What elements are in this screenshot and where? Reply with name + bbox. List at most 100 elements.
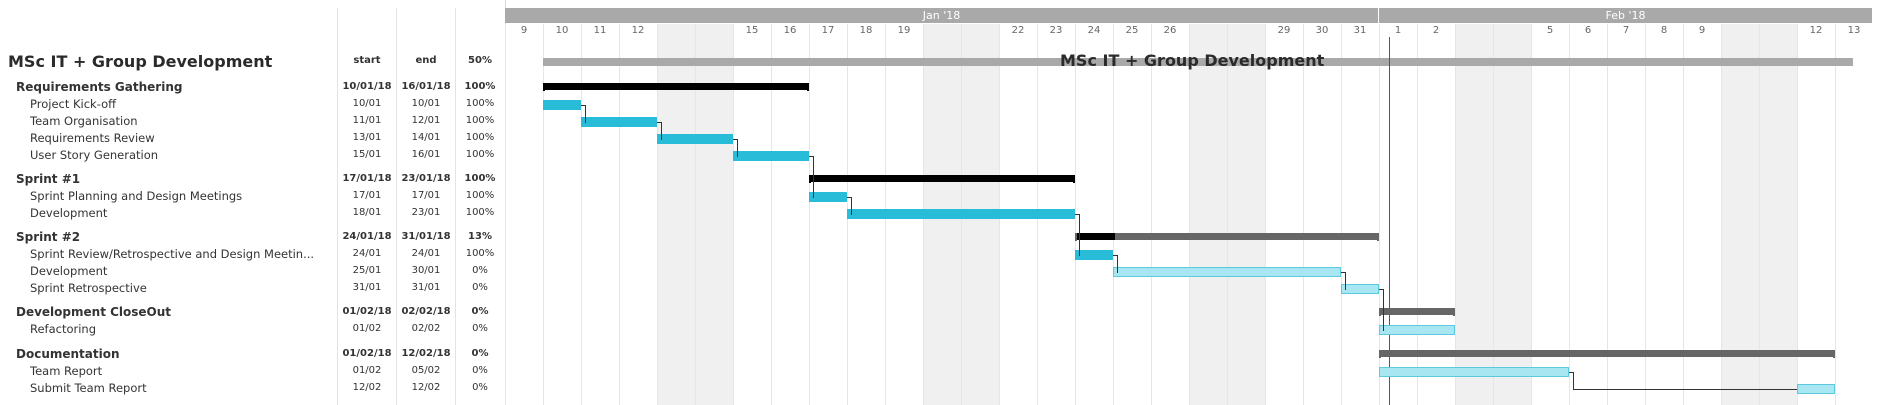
day-label: 8 — [1660, 25, 1668, 36]
progress-value: 100% — [465, 115, 495, 126]
progress-value: 100% — [465, 207, 495, 218]
day-column — [1835, 24, 1873, 405]
task-name: Sprint Review/Retrospective and Design M… — [30, 247, 315, 261]
task-row[interactable]: Sprint Review/Retrospective and Design M… — [0, 247, 505, 263]
day-label: 2 — [1432, 25, 1440, 36]
group-name: Documentation — [16, 347, 120, 361]
group-progress-fill — [1075, 233, 1115, 240]
progress-column-header[interactable]: 50% — [468, 55, 492, 66]
task-row[interactable]: Sprint Planning and Design Meetings 17/01… — [0, 189, 505, 205]
end-column-header[interactable]: end — [415, 55, 437, 66]
task-bar[interactable] — [1113, 267, 1341, 277]
end-date: 05/02 — [411, 365, 441, 376]
end-date: 14/01 — [411, 132, 441, 143]
end-date: 30/01 — [411, 265, 441, 276]
day-column — [1113, 24, 1151, 405]
dependency-link — [1341, 272, 1346, 290]
progress-value: 100% — [465, 149, 495, 160]
start-date: 25/01 — [352, 265, 382, 276]
start-column-header[interactable]: start — [353, 55, 381, 66]
day-label: 7 — [1622, 25, 1630, 36]
day-label: 22 — [1011, 25, 1025, 36]
start-date: 12/02 — [352, 382, 382, 393]
start-date: 10/01 — [352, 98, 382, 109]
task-name: Project Kick-off — [30, 97, 117, 111]
task-bar[interactable] — [1797, 384, 1835, 394]
end-date: 12/01 — [411, 115, 441, 126]
group-bar-end-marker — [1075, 233, 1077, 241]
project-bar-label: MSc IT + Group Development — [1060, 51, 1325, 70]
column-divider — [396, 8, 397, 405]
task-bar[interactable] — [847, 209, 1075, 219]
end-date: 02/02 — [411, 323, 441, 334]
task-bar[interactable] — [1341, 284, 1379, 294]
start-date: 24/01 — [352, 248, 382, 259]
task-name: Submit Team Report — [30, 381, 147, 395]
day-label: 9 — [520, 25, 528, 36]
day-column — [543, 24, 581, 405]
task-bar[interactable] — [581, 117, 657, 127]
start-date: 13/01 — [352, 132, 382, 143]
day-column — [1455, 24, 1493, 405]
group-bar[interactable] — [1075, 233, 1379, 240]
task-bar[interactable] — [733, 151, 809, 161]
start-date: 17/01 — [352, 190, 382, 201]
day-column — [1721, 24, 1759, 405]
group-bar[interactable] — [1379, 350, 1835, 357]
group-bar-end-marker — [543, 83, 545, 91]
task-bar[interactable] — [1379, 367, 1569, 377]
column-divider — [455, 8, 456, 405]
task-bar[interactable] — [657, 134, 733, 144]
group-name: Sprint #1 — [16, 172, 81, 186]
end-date: 12/02/18 — [401, 348, 451, 359]
day-column — [1645, 24, 1683, 405]
task-name: Sprint Planning and Design Meetings — [30, 189, 243, 203]
day-column — [619, 24, 657, 405]
task-name: Refactoring — [30, 322, 97, 336]
day-column — [1417, 24, 1455, 405]
task-bar[interactable] — [543, 100, 581, 110]
project-title[interactable]: MSc IT + Group Development — [8, 52, 273, 71]
dependency-link — [1075, 214, 1080, 256]
project-summary-bar[interactable] — [543, 58, 1853, 66]
day-column — [1341, 24, 1379, 405]
task-bar[interactable] — [1379, 325, 1455, 335]
day-column — [1607, 24, 1645, 405]
group-bar[interactable] — [1379, 308, 1455, 315]
end-date: 31/01/18 — [401, 231, 451, 242]
day-label: 25 — [1125, 25, 1139, 36]
dependency-link — [1569, 372, 1574, 390]
task-bar[interactable] — [809, 192, 847, 202]
day-column — [1075, 24, 1113, 405]
start-date: 01/02/18 — [342, 348, 392, 359]
start-date: 18/01 — [352, 207, 382, 218]
group-bar-end-marker — [1833, 350, 1835, 358]
day-column — [1379, 24, 1417, 405]
day-column — [505, 24, 543, 405]
dependency-link — [657, 122, 662, 140]
progress-value: 0% — [471, 306, 489, 317]
progress-value: 13% — [468, 231, 492, 242]
task-bar[interactable] — [1075, 250, 1113, 260]
day-label: 23 — [1049, 25, 1063, 36]
month-label: Feb '18 — [1379, 8, 1872, 23]
progress-value: 0% — [472, 323, 488, 334]
dependency-link — [733, 139, 738, 157]
end-date: 23/01 — [411, 207, 441, 218]
